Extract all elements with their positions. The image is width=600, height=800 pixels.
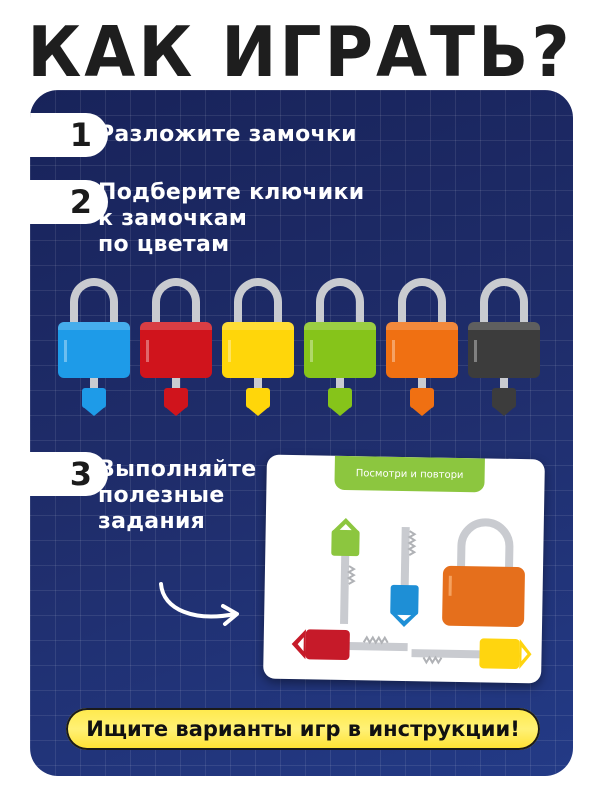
key-stem	[172, 378, 180, 390]
step-2-line: Подберите ключики	[98, 180, 365, 205]
padlock-blue	[58, 270, 130, 430]
shackle-icon	[480, 278, 528, 338]
step-1-text: Разложите замочки	[98, 122, 357, 147]
step-2-line: по цветам	[98, 232, 230, 257]
key-icon	[82, 388, 106, 408]
shackle-icon	[152, 278, 200, 338]
key-tip	[82, 406, 106, 416]
padlock-yellow	[222, 270, 294, 430]
key-icon	[164, 388, 188, 408]
green-key-icon	[331, 517, 360, 625]
key-icon	[246, 388, 270, 408]
padlock-body	[386, 322, 458, 378]
key-tip	[164, 406, 188, 416]
orange-padlock-icon	[442, 518, 525, 627]
step-2-line: к замочкам	[98, 206, 248, 231]
shackle-icon	[234, 278, 282, 338]
key-stem	[336, 378, 344, 390]
key-stem	[500, 378, 508, 390]
key-icon	[410, 388, 434, 408]
key-tip	[492, 406, 516, 416]
key-icon	[492, 388, 516, 408]
padlock-body	[304, 322, 376, 378]
padlock-black	[468, 270, 540, 430]
shackle-icon	[398, 278, 446, 338]
step-2-badge: 2	[30, 180, 108, 224]
key-tip	[328, 406, 352, 416]
step-3-text: Выполняйте полезные задания	[98, 457, 257, 535]
padlock-orange	[386, 270, 458, 430]
step-1-badge: 1	[30, 113, 108, 157]
step-3-line: задания	[98, 509, 206, 534]
key-icon	[328, 388, 352, 408]
instructions-panel: 1 Разложите замочки 2 Подберите ключики …	[30, 90, 573, 776]
key-tip	[410, 406, 434, 416]
step-3-badge: 3	[30, 452, 108, 496]
step-3-line: полезные	[98, 483, 225, 508]
blue-key-icon	[390, 526, 419, 628]
yellow-key-icon	[411, 638, 532, 670]
step-2-text: Подберите ключики к замочкам по цветам	[98, 180, 364, 258]
padlock-row	[58, 270, 548, 430]
shackle-icon	[316, 278, 364, 338]
padlock-body	[58, 322, 130, 378]
card-illustration	[291, 517, 532, 670]
curved-arrow-icon	[159, 582, 239, 626]
example-task-card: Посмотри и повтори	[263, 454, 545, 684]
padlock-body	[140, 322, 212, 378]
key-stem	[418, 378, 426, 390]
padlock-body	[468, 322, 540, 378]
red-key-icon	[291, 629, 408, 660]
page-title: КАК ИГРАТЬ?	[27, 12, 573, 93]
instructions-callout: Ищите варианты игр в инструкции!	[66, 708, 540, 750]
padlock-green	[304, 270, 376, 430]
key-stem	[90, 378, 98, 390]
padlock-body	[222, 322, 294, 378]
step-3-line: Выполняйте	[98, 457, 257, 482]
key-tip	[246, 406, 270, 416]
key-stem	[254, 378, 262, 390]
shackle-icon	[70, 278, 118, 338]
padlock-red	[140, 270, 212, 430]
